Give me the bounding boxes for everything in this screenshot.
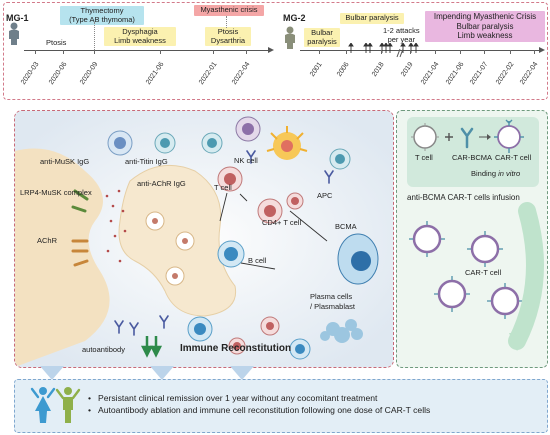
anti-musk-label: anti-MuSK IgG [40, 157, 90, 166]
mg1-thymectomy-box: Thymectomy (Type AB thymoma) [60, 6, 144, 25]
mg1-ptosis-dysarthria-box: Ptosis Dysarthria [205, 27, 251, 46]
mg1-tick [35, 50, 36, 54]
mg2-tick [460, 50, 461, 54]
t-cell-label: T cell [214, 183, 232, 192]
mg1-dysphagia-box: Dysphagia Limb weakness [104, 27, 176, 46]
mg2-tick [510, 50, 511, 54]
mg2-tick [484, 50, 485, 54]
mg1-connector [226, 16, 227, 28]
cd4-t-cell-label: CD4+ T cell [262, 218, 302, 227]
anti-achr-label: anti-AChR IgG [137, 179, 186, 188]
b-cell-label: B cell [248, 256, 267, 265]
mg1-label: MG-1 [6, 13, 29, 23]
cart-cell-small-label: CAR-T cell [495, 153, 532, 162]
mg1-ptosis-label: Ptosis [46, 38, 67, 47]
mg2-bulbar-box-1: Bulbar paralysis [304, 28, 340, 47]
mg2-impending-box: Impending Myasthenic Crisis Bulbar paral… [425, 11, 545, 42]
bcma-label: BCMA [335, 222, 357, 231]
outcome-item: Persistant clinical remission over 1 yea… [88, 392, 430, 404]
achr-label: AChR [37, 236, 58, 245]
mg2-attacks-label: 1-2 attacks per year [383, 26, 420, 44]
autoantibody-label: autoantibody [82, 345, 125, 354]
mg1-connector [94, 22, 95, 50]
binding-in-vitro: in vitro [498, 169, 521, 178]
mg1-tick [94, 50, 95, 54]
mg2-attack-arrows [348, 40, 426, 53]
binding-prefix: Binding [471, 169, 499, 178]
mg2-tick [319, 50, 320, 54]
anti-titin-label: anti-Titin IgG [125, 157, 168, 166]
mg2-tick [346, 50, 347, 54]
apc-label: APC [317, 191, 333, 200]
mg2-tick [534, 50, 535, 54]
outcome-item: Autoantibody ablation and immune cell re… [88, 404, 430, 416]
mg1-crisis-box: Myasthenic crisis [194, 5, 264, 16]
mg2-tick [381, 50, 382, 54]
patients-icon [30, 385, 82, 425]
mg1-axis-arrow [268, 47, 274, 53]
plasma-cells-label: Plasma cells / Plasmablast [310, 292, 356, 311]
cart-infusion-label: anti-BCMA CAR-T cells infusion [407, 193, 520, 202]
mg2-patient-icon [283, 26, 297, 50]
cart-tcell-label: T cell [415, 153, 433, 162]
car-bcma-label: CAR-BCMA [452, 153, 493, 162]
mg2-tick [435, 50, 436, 54]
down-arrows [30, 366, 280, 380]
mg1-axis [24, 50, 270, 51]
mg2-axis [300, 50, 540, 51]
mg2-label: MG-2 [283, 13, 306, 23]
mg1-tick [63, 50, 64, 54]
mg1-patient-icon [7, 22, 21, 46]
mg1-tick [160, 50, 161, 54]
mg2-tick [410, 50, 411, 54]
outcome-list: Persistant clinical remission over 1 yea… [88, 392, 430, 416]
mg2-axis-arrow [539, 47, 545, 53]
cart-panel: T cell CAR-BCMA CAR-T cell Binding in vi… [396, 110, 548, 368]
nk-cell-label: NK cell [234, 156, 258, 165]
immune-reconstitution-title: Immune Reconstitution [180, 343, 292, 354]
mg2-bulbar-box-2: Bulbar paralysis [340, 13, 404, 24]
lrp4-musk-label: LRP4-MuSK complex [20, 188, 92, 197]
cart-cell-label: CAR-T cell [465, 268, 502, 277]
binding-label: Binding in vitro [471, 169, 520, 178]
mg1-tick [213, 50, 214, 54]
timeline-panel [3, 2, 548, 100]
mg1-tick [246, 50, 247, 54]
mg2-axis-break [395, 45, 405, 58]
immune-panel [14, 110, 394, 368]
